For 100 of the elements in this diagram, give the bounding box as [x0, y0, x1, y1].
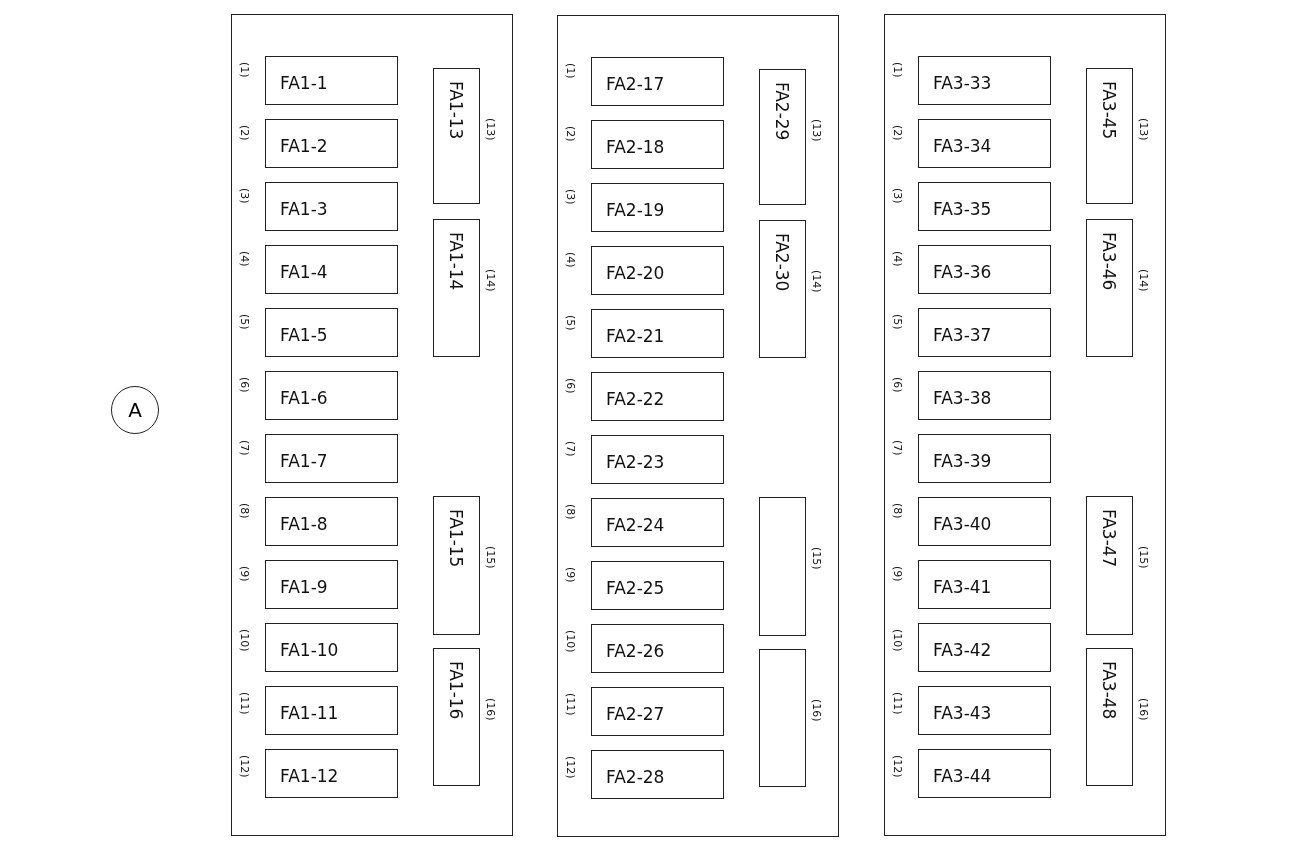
- fuse-label: FA2-21: [606, 326, 665, 346]
- fuse-box: [591, 750, 724, 799]
- position-number: (9): [564, 567, 577, 583]
- fuse-box: [265, 56, 398, 105]
- fuse-box: [591, 246, 724, 295]
- position-number: (11): [238, 692, 251, 715]
- fuse-box: [759, 497, 806, 636]
- fuse-box: [591, 561, 724, 610]
- fuse-box: [265, 497, 398, 546]
- position-number: (8): [891, 503, 904, 519]
- fuse-label: FA2-22: [606, 389, 665, 409]
- fuse-label: FA1-5: [280, 325, 328, 345]
- fuse-label: FA3-45: [1099, 81, 1119, 140]
- fuse-box: [433, 219, 480, 357]
- fuse-box: [591, 498, 724, 547]
- fuse-label: FA1-7: [280, 451, 328, 471]
- fuse-box: [433, 648, 480, 786]
- fuse-box: [591, 435, 724, 484]
- fuse-label: FA3-39: [933, 451, 992, 471]
- fuse-box: [591, 624, 724, 673]
- fuse-box: [918, 749, 1051, 798]
- position-number: (2): [564, 126, 577, 142]
- fuse-box: [265, 434, 398, 483]
- fuse-label: FA1-1: [280, 73, 328, 93]
- fuse-box: [918, 686, 1051, 735]
- fuse-box: [265, 749, 398, 798]
- fuse-box: [1086, 68, 1133, 204]
- fuse-box: [433, 68, 480, 204]
- fuse-box: [759, 220, 806, 358]
- position-number: (5): [238, 314, 251, 330]
- position-number: (3): [564, 189, 577, 205]
- position-number: (12): [891, 755, 904, 778]
- position-number: (10): [564, 630, 577, 653]
- fuse-label: FA1-3: [280, 199, 328, 219]
- fuse-box: [265, 560, 398, 609]
- position-number: (3): [238, 188, 251, 204]
- fuse-label: FA3-44: [933, 766, 992, 786]
- fuse-box: [918, 497, 1051, 546]
- position-number: (7): [564, 441, 577, 457]
- position-number: (15): [484, 546, 497, 569]
- position-number: (3): [891, 188, 904, 204]
- fuse-box: [918, 119, 1051, 168]
- fuse-box: [591, 57, 724, 106]
- position-number: (2): [891, 125, 904, 141]
- fuse-label: FA3-40: [933, 514, 992, 534]
- fuse-box: [265, 119, 398, 168]
- position-number: (13): [810, 119, 823, 142]
- fuse-label: FA3-41: [933, 577, 992, 597]
- position-number: (7): [238, 440, 251, 456]
- position-number: (5): [564, 315, 577, 331]
- position-number: (11): [564, 693, 577, 716]
- position-number: (9): [238, 566, 251, 582]
- position-number: (1): [891, 62, 904, 78]
- fuse-box: [265, 686, 398, 735]
- position-number: (13): [484, 118, 497, 141]
- fuse-label: FA2-19: [606, 200, 665, 220]
- fuse-label: FA2-29: [772, 82, 792, 141]
- fuse-label: FA1-6: [280, 388, 328, 408]
- fuse-box: [918, 56, 1051, 105]
- fuse-label: FA3-38: [933, 388, 992, 408]
- fuse-box: [918, 371, 1051, 420]
- fuse-label: FA1-9: [280, 577, 328, 597]
- fuse-label: FA1-13: [446, 81, 466, 140]
- position-number: (12): [564, 756, 577, 779]
- fuse-box: [591, 183, 724, 232]
- fuse-box: [591, 309, 724, 358]
- fuse-box: [1086, 648, 1133, 786]
- position-number: (13): [1137, 118, 1150, 141]
- fuse-box: [265, 371, 398, 420]
- position-number: (7): [891, 440, 904, 456]
- position-number: (14): [1137, 269, 1150, 292]
- fuse-label: FA1-14: [446, 232, 466, 291]
- fuse-box: [918, 560, 1051, 609]
- fuse-label: FA3-37: [933, 325, 992, 345]
- fuse-label: FA3-34: [933, 136, 992, 156]
- position-number: (1): [238, 62, 251, 78]
- position-number: (6): [238, 377, 251, 393]
- position-number: (4): [238, 251, 251, 267]
- fuse-label: FA3-48: [1099, 661, 1119, 720]
- position-number: (12): [238, 755, 251, 778]
- fuse-label: FA3-42: [933, 640, 992, 660]
- fuse-box: [265, 245, 398, 294]
- fuse-label: FA2-17: [606, 74, 665, 94]
- position-number: (15): [1137, 546, 1150, 569]
- fuse-panel: [884, 14, 1166, 836]
- fuse-label: FA1-12: [280, 766, 339, 786]
- fuse-label: FA2-18: [606, 137, 665, 157]
- position-number: (9): [891, 566, 904, 582]
- position-number: (15): [810, 547, 823, 570]
- fuse-label: FA3-46: [1099, 232, 1119, 291]
- fuse-box: [591, 687, 724, 736]
- position-number: (8): [564, 504, 577, 520]
- position-number: (2): [238, 125, 251, 141]
- fuse-label: FA1-15: [446, 509, 466, 568]
- fuse-label: FA3-36: [933, 262, 992, 282]
- fuse-label: FA3-35: [933, 199, 992, 219]
- fuse-label: FA2-25: [606, 578, 665, 598]
- fuse-label: FA2-24: [606, 515, 665, 535]
- fuse-box: [759, 69, 806, 205]
- fuse-panel: [557, 15, 839, 837]
